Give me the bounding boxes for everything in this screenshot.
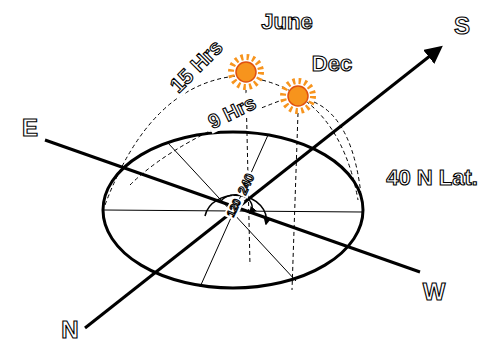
latitude-label: 40 N Lat. <box>384 166 480 190</box>
horizon-chords <box>104 135 362 287</box>
month-label: June <box>259 10 314 34</box>
month-label: Dec <box>310 52 354 76</box>
sun-path-lines <box>105 76 362 290</box>
compass-label: W <box>421 279 448 305</box>
compass-label: N <box>59 317 80 343</box>
june-sun <box>231 57 261 87</box>
horizon-ellipse <box>103 132 363 288</box>
compass-label: E <box>20 115 40 141</box>
duration-label: 9 Hrs <box>203 90 261 133</box>
compass-label: S <box>452 13 472 39</box>
duration-label: 15 Hrs <box>164 34 229 99</box>
december-sun <box>283 81 313 111</box>
azimuth-arc-240 <box>205 195 266 224</box>
east-west-axis <box>45 140 420 272</box>
